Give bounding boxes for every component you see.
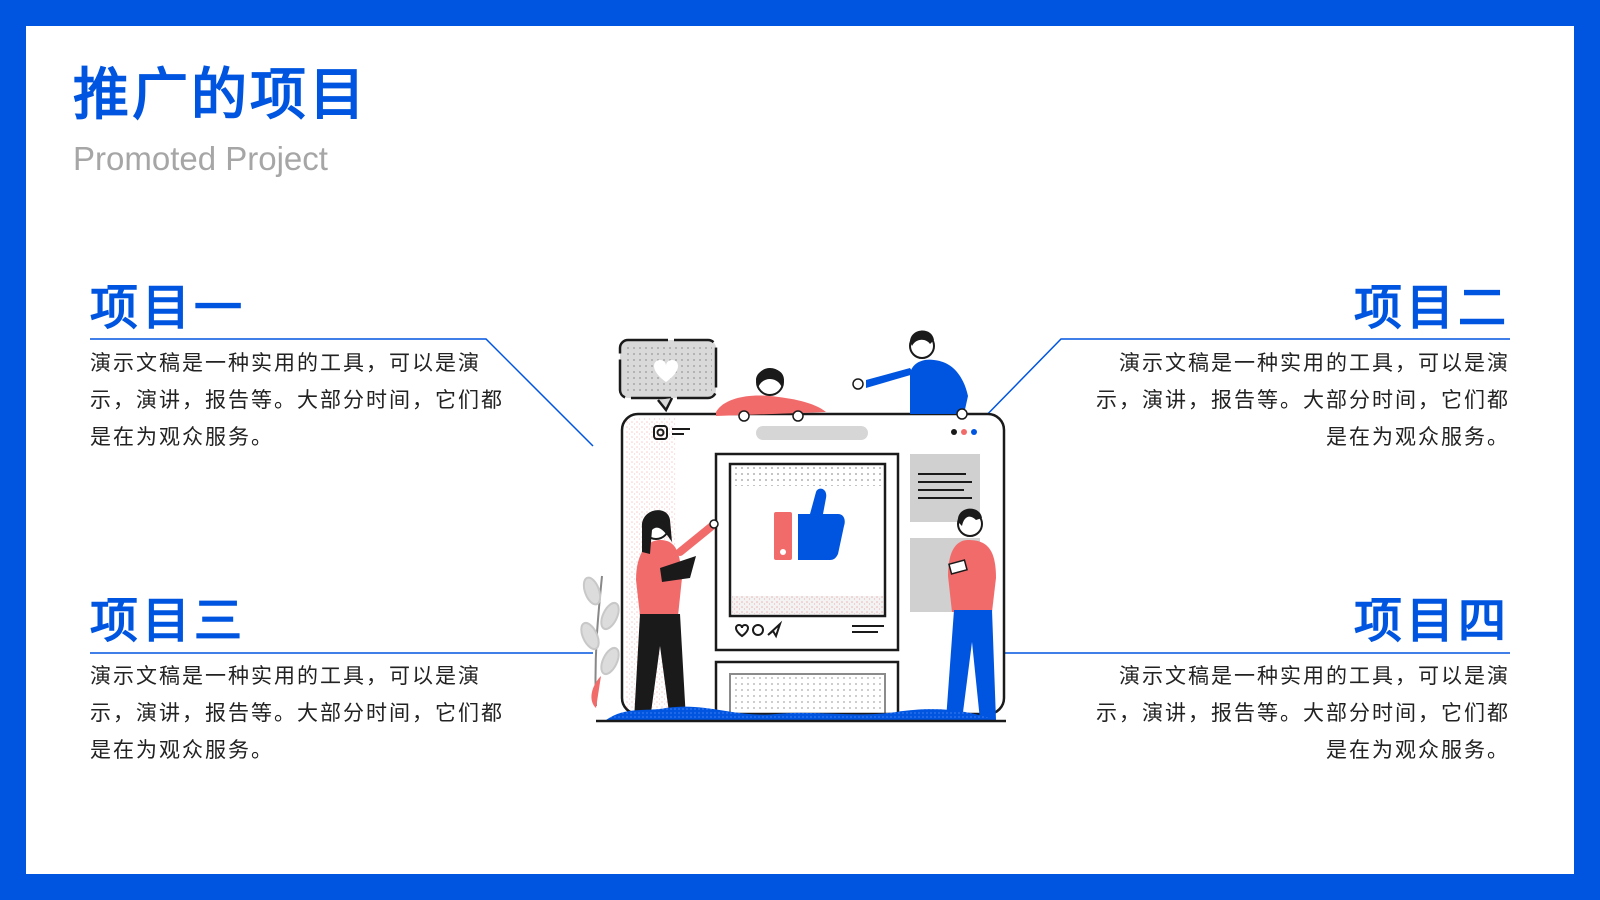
item-3-desc: 演示文稿是一种实用的工具，可以是演示，演讲，报告等。大部分时间，它们都是在为观众… bbox=[90, 664, 504, 762]
connector-lines bbox=[90, 338, 1510, 654]
person-pointing bbox=[852, 330, 968, 420]
connector-line-2 bbox=[973, 338, 1510, 429]
tablet bbox=[660, 556, 696, 582]
thumbs-up-icon bbox=[774, 488, 845, 560]
ground bbox=[606, 706, 996, 720]
connector-line-1 bbox=[90, 338, 594, 447]
item-3-title: 项目三 bbox=[90, 593, 247, 649]
item-1-title: 项目一 bbox=[90, 280, 247, 336]
phone bbox=[948, 559, 968, 575]
person-peeking bbox=[716, 368, 826, 422]
comment-icon bbox=[752, 624, 764, 636]
item-4-desc: 演示文稿是一种实用的工具，可以是演示，演讲，报告等。大部分时间，它们都是在为观众… bbox=[1096, 664, 1510, 762]
item-2-title: 项目二 bbox=[1353, 280, 1510, 336]
page-title: 推广的项目 bbox=[73, 63, 368, 128]
person-with-phone bbox=[946, 508, 996, 720]
item-2-desc: 演示文稿是一种实用的工具，可以是演示，演讲，报告等。大部分时间，它们都是在为观众… bbox=[1096, 351, 1510, 449]
heart-icon bbox=[618, 338, 718, 413]
item-1-desc: 演示文稿是一种实用的工具，可以是演示，演讲，报告等。大部分时间，它们都是在为观众… bbox=[90, 351, 504, 449]
heart-icon-small bbox=[734, 624, 750, 638]
leaf-icon bbox=[580, 575, 620, 707]
social-media-illustration bbox=[580, 330, 1006, 723]
search-bar bbox=[756, 426, 868, 440]
person-with-tablet bbox=[634, 510, 719, 720]
send-icon bbox=[767, 620, 783, 639]
instagram-icon bbox=[653, 425, 690, 440]
coral-leaf bbox=[591, 676, 601, 708]
page-subtitle: Promoted Project bbox=[73, 140, 328, 177]
item-4-title: 项目四 bbox=[1353, 593, 1510, 649]
slide: 推广的项目 Promoted Project 项目一 演示文稿是一种实用的工具，… bbox=[26, 26, 1574, 874]
